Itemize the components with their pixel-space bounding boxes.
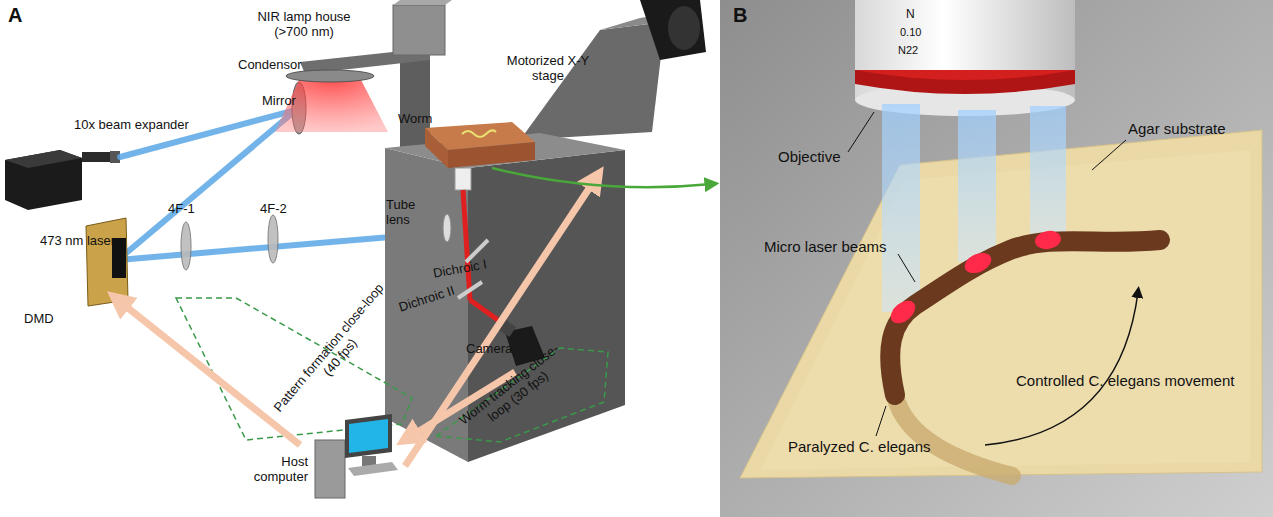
- objective-marking: N22: [898, 44, 918, 57]
- part-label: Worm: [398, 112, 432, 127]
- part-label: DMD: [24, 312, 54, 327]
- illuminated-spots: [886, 229, 1062, 328]
- agar-texture: [760, 150, 1250, 470]
- panel-letter: A: [8, 4, 22, 27]
- shape-polygon: [5, 150, 82, 168]
- shape-rect: [958, 110, 996, 262]
- objective-marking: 0.10: [900, 26, 921, 39]
- shape-rect: [455, 168, 471, 190]
- part-label: Mirror: [262, 94, 296, 109]
- lens-4f-1: [181, 222, 191, 270]
- shape-polygon: [425, 128, 448, 168]
- part-label: Camera: [466, 342, 512, 357]
- part-label: Paralyzed C. elegans: [788, 438, 931, 455]
- shape-rect: [882, 104, 920, 312]
- shape-ellipse: [443, 214, 451, 242]
- shape-polygon: [348, 462, 398, 476]
- objective: [855, 0, 1075, 116]
- shape-polygon: [349, 419, 388, 453]
- microscope: [275, 0, 706, 462]
- shape-line: [463, 190, 470, 300]
- shape-polygon: [448, 142, 535, 168]
- laser: [5, 150, 120, 210]
- worm-trail: [895, 395, 1012, 476]
- objective-marking: N: [906, 8, 915, 22]
- shape-ellipse: [1034, 229, 1063, 251]
- agar-substrate: [740, 130, 1262, 478]
- worm-body: [890, 240, 1160, 395]
- shape-rect: [855, 0, 1075, 100]
- lens-4f-2: [268, 215, 278, 263]
- loop-label: Pattern formation close-loop (40 fps): [269, 278, 401, 427]
- shape-polygon: [385, 148, 468, 462]
- shape-path: [855, 70, 1075, 94]
- micro-laser-beams: [882, 104, 1066, 312]
- shape-line: [848, 112, 874, 152]
- part-label: 4F-1: [168, 202, 195, 217]
- part-label: NIR lamp house (>700 nm): [248, 10, 360, 40]
- shape-polygon: [86, 218, 128, 306]
- shape-polygon: [5, 150, 82, 210]
- part-label: Micro laser beams: [764, 238, 887, 255]
- movement-arrow: [985, 292, 1138, 445]
- panel-letter: B: [733, 4, 747, 27]
- shape-polygon: [393, 0, 452, 5]
- part-label: Controlled C. elegans movement: [1016, 372, 1234, 389]
- part-label: Host computer: [244, 455, 308, 485]
- part-label: Condensor: [238, 58, 302, 73]
- shape-polygon: [345, 414, 392, 458]
- shape-line: [876, 406, 886, 436]
- shape-line: [118, 300, 300, 445]
- part-label: Motorized X-Y stage: [506, 54, 590, 84]
- part-label: 10x beam expander: [74, 118, 189, 133]
- shape-line: [1092, 140, 1126, 170]
- shape-path: [462, 130, 496, 137]
- part-label: Agar substrate: [1128, 120, 1226, 137]
- shape-rect: [315, 440, 345, 498]
- shape-ellipse: [886, 296, 919, 328]
- dmd: [86, 218, 128, 306]
- shape-line: [898, 254, 915, 282]
- panel-b-ground: [720, 0, 1273, 517]
- host-computer: [315, 414, 398, 498]
- shape-line: [405, 178, 596, 466]
- shape-rect: [1030, 106, 1066, 242]
- shape-ellipse: [668, 6, 700, 50]
- shape-polygon: [640, 0, 706, 60]
- part-label: Tube lens: [386, 198, 430, 228]
- shape-line: [458, 282, 482, 298]
- part-label: 473 nm laser: [40, 234, 115, 249]
- zoom-arrow: [492, 168, 712, 187]
- shape-rect: [393, 5, 445, 55]
- part-label: 4F-2: [260, 202, 287, 217]
- control-arrows: [118, 178, 596, 466]
- part-label: Objective: [778, 148, 841, 165]
- shape-ellipse: [962, 249, 995, 277]
